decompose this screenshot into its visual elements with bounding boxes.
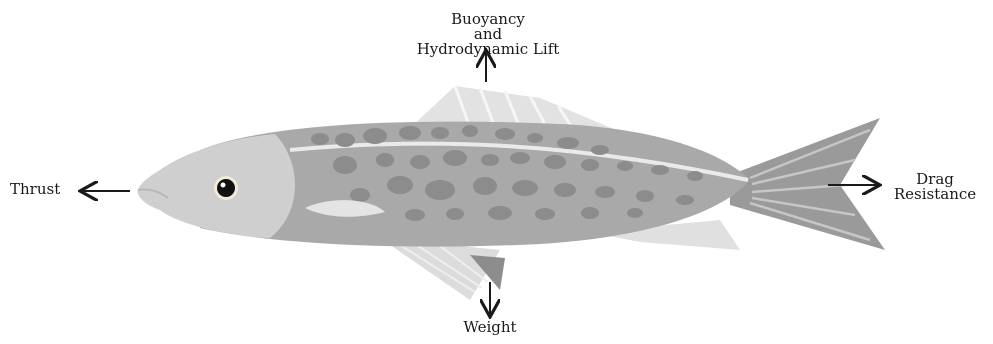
drag-label-line2: Resistance — [880, 187, 990, 202]
drag-label: Drag Resistance — [880, 172, 990, 202]
buoyancy-label-line3: Hydrodynamic Lift — [388, 42, 588, 57]
buoyancy-label: Buoyancy and Hydrodynamic Lift — [388, 12, 588, 57]
thrust-label: Thrust — [10, 182, 60, 197]
pelvic-fin — [380, 238, 505, 300]
fish-eye — [214, 176, 238, 200]
weight-label: Weight — [440, 320, 540, 335]
